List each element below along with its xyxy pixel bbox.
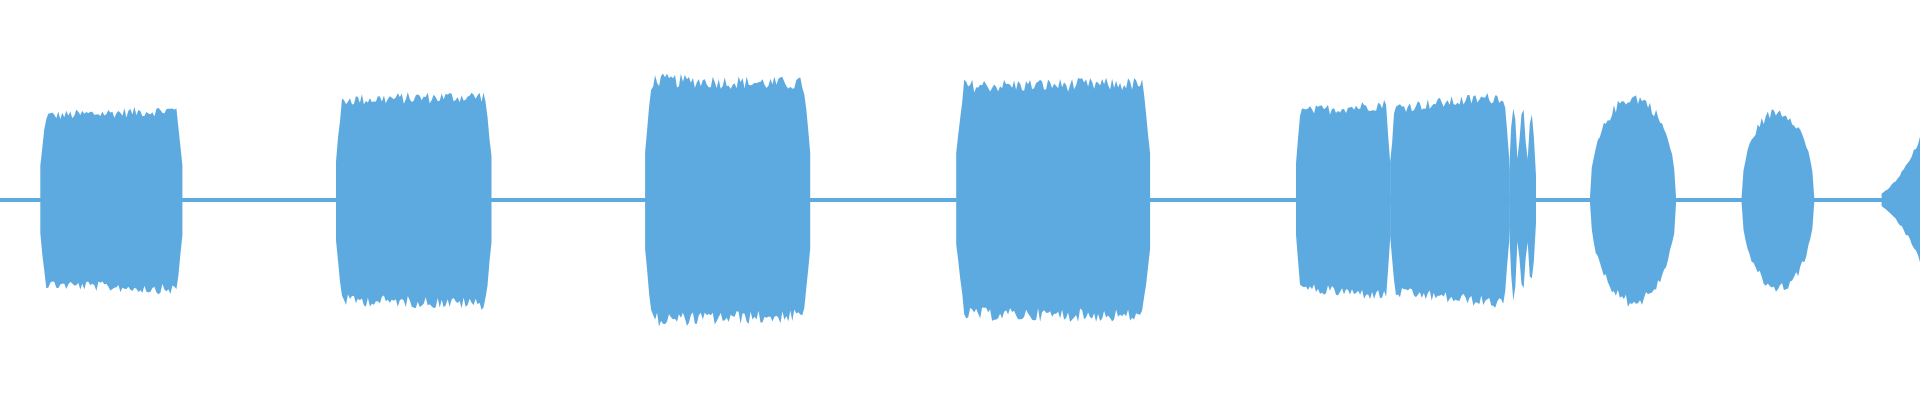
waveform-burst-4 bbox=[956, 77, 1151, 322]
waveform-burst-2-shape bbox=[336, 92, 492, 310]
waveform-burst-8 bbox=[1589, 95, 1677, 307]
waveform-burst-6-shape bbox=[1390, 93, 1510, 308]
waveform-burst-9-shape bbox=[1741, 109, 1815, 292]
waveform-burst-1 bbox=[40, 106, 183, 295]
waveform-burst-1-shape bbox=[40, 106, 183, 295]
waveform-burst-5-shape bbox=[1296, 100, 1391, 299]
waveform-burst-4-shape bbox=[956, 77, 1151, 322]
waveform-burst-2 bbox=[336, 92, 492, 310]
waveform-burst-6 bbox=[1390, 93, 1510, 308]
waveform-burst-5 bbox=[1296, 100, 1391, 299]
waveform-burst-8-shape bbox=[1589, 95, 1677, 307]
waveform-burst-9 bbox=[1741, 109, 1815, 292]
waveform-burst-3 bbox=[645, 73, 811, 327]
waveform-burst-10-shape bbox=[1881, 136, 1920, 263]
waveform-burst-3-shape bbox=[645, 73, 811, 327]
waveform-burst-7-shape bbox=[1509, 108, 1536, 301]
waveform-burst-7 bbox=[1509, 108, 1536, 301]
waveform-burst-10 bbox=[1881, 136, 1920, 263]
